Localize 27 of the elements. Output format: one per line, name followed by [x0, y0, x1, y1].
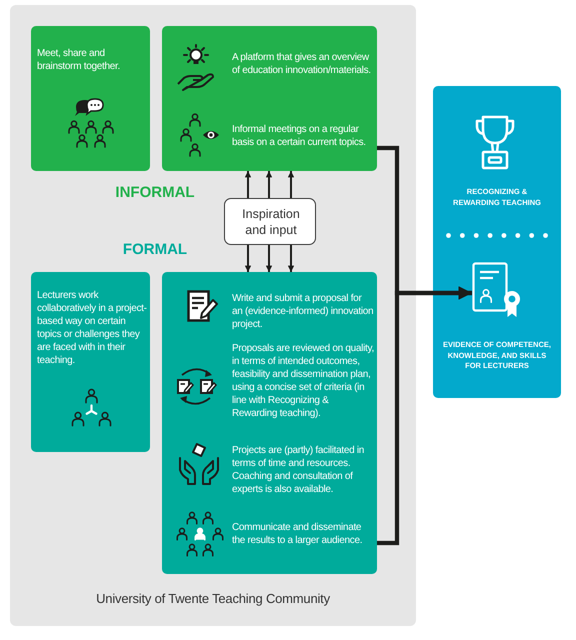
- connector-arrow: [377, 286, 472, 546]
- formal-card: [31, 272, 150, 452]
- arrow: [244, 245, 252, 272]
- section-label: FORMAL: [122, 241, 188, 259]
- formal-card: [162, 272, 377, 574]
- community-panel: [10, 5, 416, 626]
- card-text: Meet, share and brainstorm together.: [37, 47, 121, 73]
- section-label: INFORMAL: [114, 184, 196, 202]
- inspiration-box: [224, 198, 316, 245]
- card-text: Projects are (partly) facilitated in terms of time and resources. Coaching and consultation of experts is also available.: [232, 444, 366, 496]
- card-text: Lecturers work collaboratively in a project-based way on certain topics or challenges they are faced with in their teaching.: [37, 289, 147, 367]
- card-text: Proposals are reviewed on quality, in terms of intended outcomes, feasibility and dissemination plan, using a concise set of criteria (in line with Recognizing & Rewarding teaching).: [232, 342, 374, 420]
- arrow: [266, 171, 272, 198]
- arrow: [288, 245, 294, 272]
- community-title: University of Twente Teaching Community: [95, 591, 331, 607]
- certificate-icon: [472, 262, 522, 318]
- card-text: Informal meetings on a regular basis on a certain current topics.: [232, 123, 367, 149]
- informal-card: [162, 26, 377, 171]
- card-text: A platform that gives an overview of education innovation/materials.: [232, 51, 372, 77]
- arrow: [244, 171, 252, 198]
- card-text: Write and submit a proposal for an (evidence-informed) innovation project.: [232, 292, 374, 331]
- outcome-panel: [433, 86, 561, 398]
- arrow: [266, 245, 272, 272]
- box-text: Inspiration and input: [241, 206, 301, 238]
- card-text: Communicate and disseminate the results to a larger audience.: [232, 521, 364, 547]
- informal-card: [31, 26, 150, 171]
- arrow: [288, 171, 294, 198]
